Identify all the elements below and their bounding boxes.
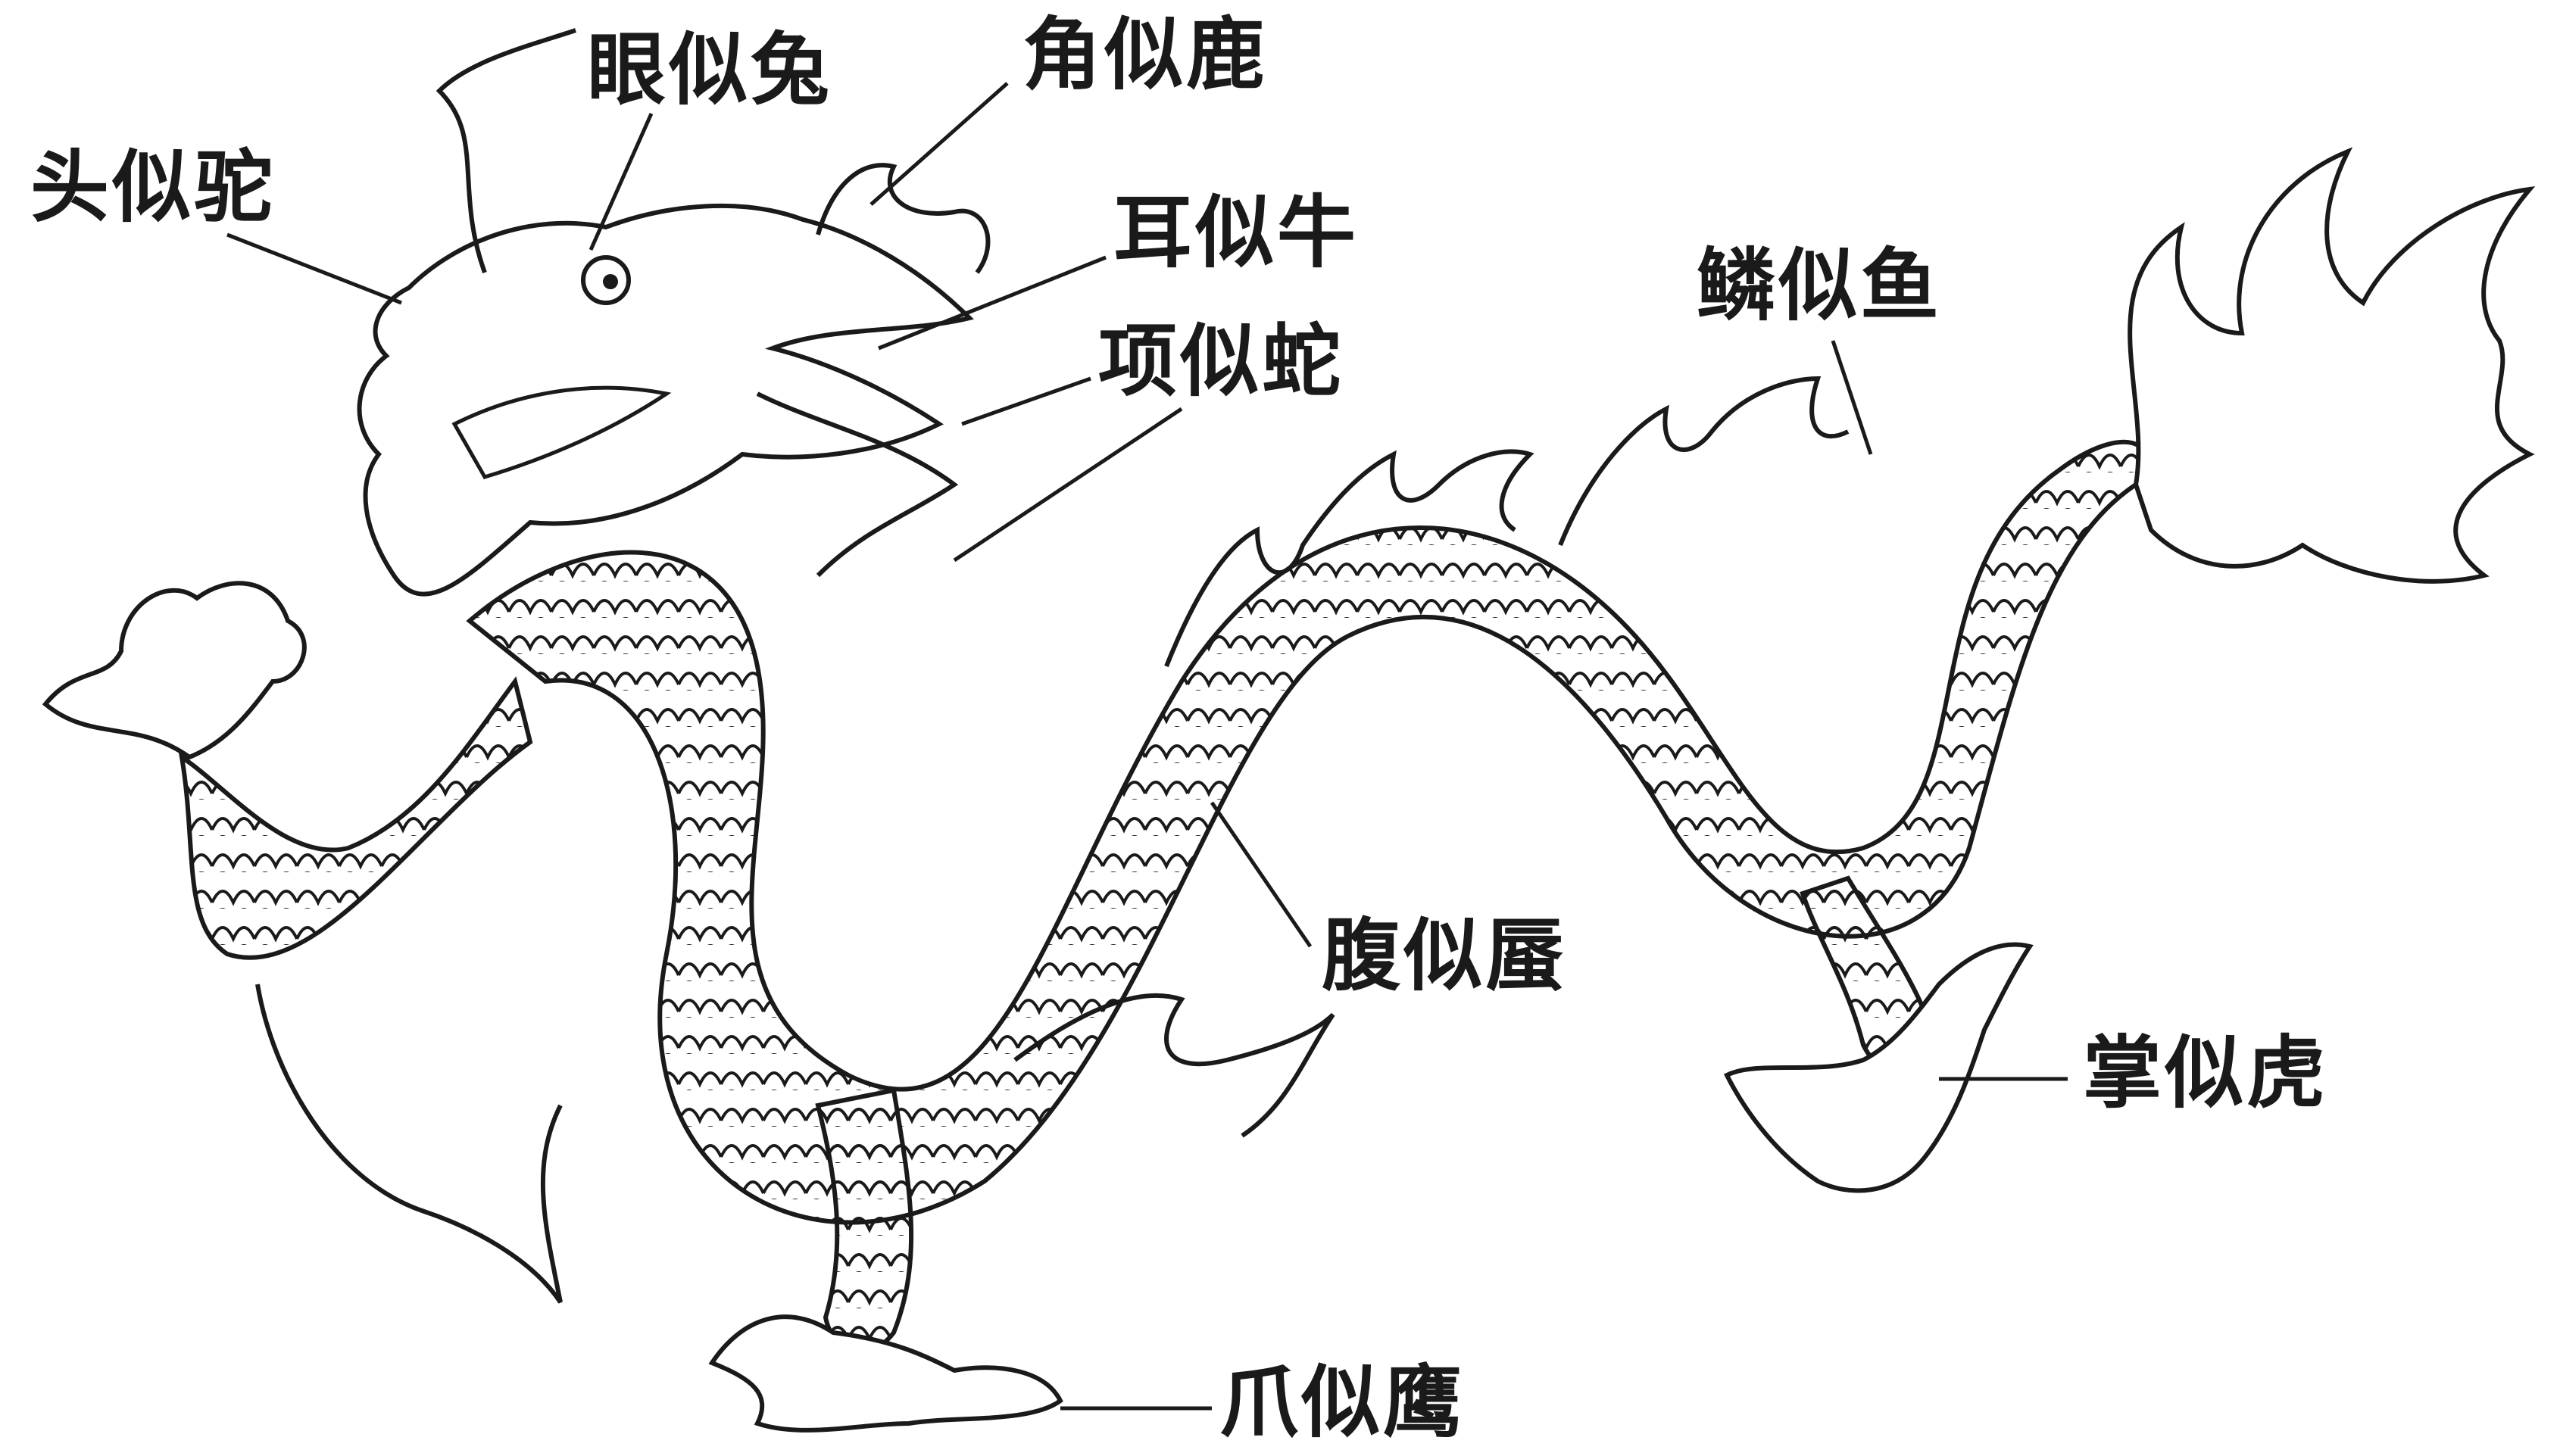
label-neck: 项似蛇: [1098, 314, 1344, 407]
dragon-head: [357, 203, 974, 597]
leader-belly: [1210, 801, 1313, 948]
front-claw: [708, 1314, 1063, 1433]
tail-flames: [2128, 147, 2536, 584]
dragon-whisker: [436, 28, 576, 274]
dorsal-fin-1: [1164, 449, 1534, 668]
back-fin: [255, 984, 563, 1304]
leader-horn: [869, 82, 1009, 206]
belly-fin: [1013, 993, 1335, 1138]
dragon-mouth: [451, 385, 672, 479]
rear-right-palm: [1723, 942, 2034, 1193]
leader-neck: [961, 376, 1091, 426]
dragon-horn: [816, 163, 991, 274]
left-back-claw: [42, 581, 307, 760]
dragon-mane: [756, 391, 959, 578]
leader-ear: [878, 255, 1107, 351]
dorsal-fin-2: [1558, 376, 1850, 547]
leader-lines: [226, 82, 2068, 1411]
label-horn: 角似鹿: [1022, 8, 1269, 101]
label-eye: 眼似兔: [587, 23, 833, 116]
dragon-body: [466, 439, 2148, 1225]
label-belly: 腹似蜃: [1322, 909, 1568, 1002]
label-scale: 鳞似鱼: [1697, 239, 1943, 332]
dragon-pupil: [603, 274, 618, 289]
leader-eye: [588, 112, 654, 251]
leader-head: [226, 232, 402, 305]
label-claw: 爪似鹰: [1219, 1355, 1466, 1448]
label-ear: 耳似牛: [1113, 186, 1360, 279]
leader-neck2: [953, 407, 1183, 563]
leader-scale: [1831, 340, 1873, 455]
label-palm: 掌似虎: [2083, 1026, 2329, 1119]
label-head: 头似驼: [30, 140, 276, 233]
left-back-leg: [178, 676, 533, 960]
